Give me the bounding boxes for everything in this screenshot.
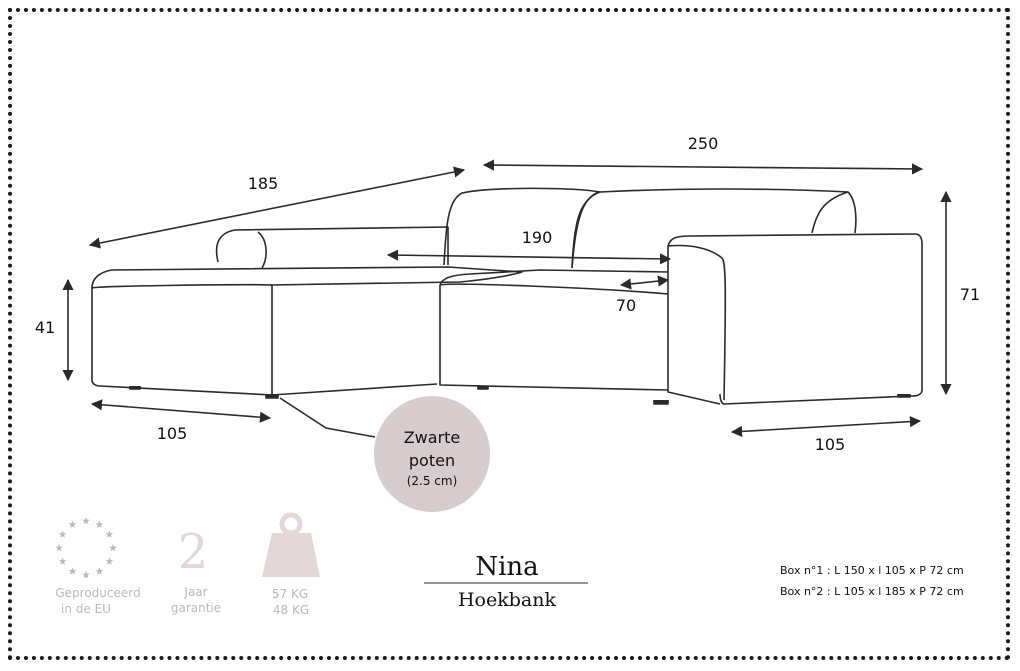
legs-line2: poten <box>409 451 455 470</box>
eu-star <box>55 544 63 552</box>
dim-70-label: 70 <box>616 296 636 315</box>
dim-185-label: 185 <box>248 174 279 193</box>
eu-star <box>68 520 77 528</box>
arrow-105-right <box>730 415 922 438</box>
eu-label-line2: in de EU <box>61 602 111 616</box>
box1-info: Box n°1 : L 150 x l 105 x P 72 cm <box>780 564 964 577</box>
eu-star <box>109 544 117 552</box>
eu-stars-icon <box>55 517 117 579</box>
weight-icon <box>262 512 320 577</box>
weight-label-line2: 48 KG <box>273 603 309 617</box>
dim-250-label: 250 <box>688 134 719 153</box>
eu-star <box>58 530 67 538</box>
eu-label-line1: Geproduceerd <box>55 586 140 600</box>
eu-star <box>82 571 90 579</box>
eu-star <box>105 530 114 538</box>
dim-71-label: 71 <box>960 285 980 304</box>
eu-star <box>68 567 77 575</box>
weight-label-line1: 57 KG <box>272 587 308 601</box>
warranty-label-line1: Jaar <box>183 585 207 599</box>
legs-callout-bubble: Zwarte poten (2.5 cm) <box>374 396 490 512</box>
eu-star <box>58 557 67 565</box>
dim-190-label: 190 <box>522 228 553 247</box>
leg-callout-line <box>279 397 376 438</box>
sofa-outline <box>91 187 923 405</box>
dim-105-right-label: 105 <box>815 435 846 454</box>
legs-line3: (2.5 cm) <box>407 474 458 488</box>
legs-line1: Zwarte <box>404 428 461 447</box>
dim-41-label: 41 <box>35 318 55 337</box>
arrow-185 <box>88 166 466 249</box>
eu-star <box>105 557 114 565</box>
warranty-number: 2 <box>178 524 209 580</box>
dim-105-left-label: 105 <box>157 424 188 443</box>
dimension-arrows <box>62 159 952 438</box>
arrow-250 <box>482 159 924 175</box>
warranty-label-line2: garantie <box>171 601 221 615</box>
dotted-frame <box>8 8 1010 660</box>
arrow-105-left <box>90 399 272 423</box>
box2-info: Box n°2 : L 105 x l 185 x P 72 cm <box>780 585 964 598</box>
eu-star <box>95 567 104 575</box>
eu-star <box>95 520 104 528</box>
eu-star <box>82 517 90 525</box>
product-name: Nina <box>475 552 538 582</box>
product-type: Hoekbank <box>458 589 556 611</box>
arrow-70 <box>619 275 670 290</box>
arrow-190 <box>386 249 672 265</box>
